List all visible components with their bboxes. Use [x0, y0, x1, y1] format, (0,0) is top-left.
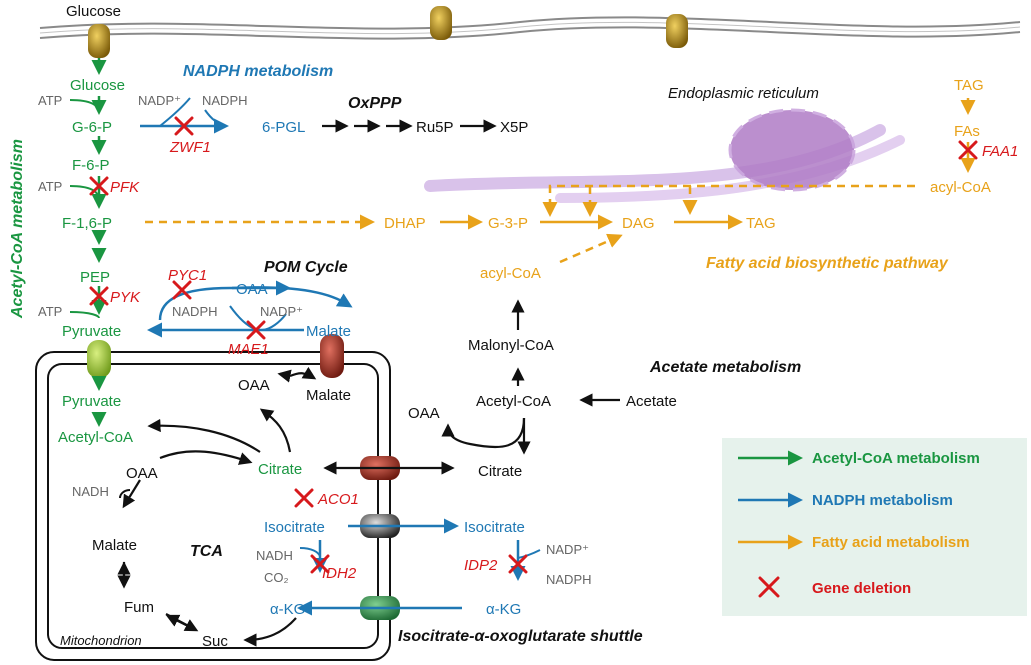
black-arrows: [117, 119, 620, 647]
glucose-outside: Glucose: [66, 3, 121, 20]
legend-acetyl: Acetyl-CoA metabolism: [812, 450, 980, 467]
pep: PEP: [80, 269, 110, 286]
membrane-transporters: [88, 6, 688, 58]
pyruvate: Pyruvate: [62, 323, 121, 340]
fum: Fum: [124, 599, 154, 616]
pyruvate-mito: Pyruvate: [62, 393, 121, 410]
tag: TAG: [746, 215, 776, 232]
title-er: Endoplasmic reticulum: [668, 85, 819, 102]
legend-deletion: Gene deletion: [812, 580, 911, 597]
title-shuttle: Isocitrate-α-oxoglutarate shuttle: [398, 628, 643, 645]
malate-mito-top: Malate: [306, 387, 351, 404]
oaa-cyt: OAA: [408, 405, 440, 422]
f16p: F-1,6-P: [62, 215, 112, 232]
suc: Suc: [202, 633, 228, 650]
citrate-mito: Citrate: [258, 461, 302, 478]
nadph-arrows: [140, 97, 541, 616]
co2: CO₂: [264, 570, 289, 585]
nadph-cyt: NADPH: [546, 572, 592, 587]
nadh-2: NADH: [256, 548, 293, 563]
title-tca: TCA: [190, 543, 223, 560]
malate-tca: Malate: [92, 537, 137, 554]
legend-fatty: Fatty acid metabolism: [812, 534, 970, 551]
title-nadph: NADPH metabolism: [183, 63, 333, 80]
atp-3: ATP: [38, 304, 62, 319]
gene-faa1: FAA1: [982, 143, 1018, 160]
title-acetate: Acetate metabolism: [649, 359, 801, 376]
title-fatty: Fatty acid biosynthetic pathway: [706, 255, 949, 272]
isocitrate-cyt: Isocitrate: [464, 519, 525, 536]
dag: DAG: [622, 215, 655, 232]
gene-pfk: PFK: [110, 179, 140, 196]
legend-cross: [758, 576, 780, 598]
gene-idp2: IDP2: [464, 557, 498, 574]
nadh-1: NADH: [72, 484, 109, 499]
title-pom: POM Cycle: [264, 259, 348, 276]
fatty-acid-arrows: [145, 98, 976, 264]
title-oxppp: OxPPP: [348, 95, 402, 112]
mitochondrion: [35, 351, 391, 661]
nadp-pom: NADP⁺: [260, 304, 303, 319]
gene-pyk: PYK: [110, 289, 141, 306]
atp-1: ATP: [38, 93, 62, 108]
oaa-tca: OAA: [126, 465, 158, 482]
title-mito: Mitochondrion: [60, 633, 142, 648]
gene-deletion-marks: [89, 116, 978, 574]
plasma-membrane: [39, 16, 1021, 40]
gene-aco1: ACO1: [317, 491, 359, 508]
g6p: G-6-P: [72, 119, 112, 136]
gene-pyc1: PYC1: [168, 267, 207, 284]
atp-2: ATP: [38, 179, 62, 194]
oaa-pom: OAA: [236, 281, 268, 298]
f6p: F-6-P: [72, 157, 110, 174]
citrate-cyt: Citrate: [478, 463, 522, 480]
tag-top: TAG: [954, 77, 984, 94]
legend-box: [722, 438, 1027, 616]
dhap: DHAP: [384, 215, 426, 232]
glycolysis-arrows: [69, 58, 107, 427]
gene-zwf1: ZWF1: [169, 139, 211, 156]
malate-pom: Malate: [306, 323, 351, 340]
gene-idh2: IDH2: [322, 565, 357, 582]
nadp-cyt: NADP⁺: [546, 542, 589, 557]
acetylcoa-mito: Acetyl-CoA: [58, 429, 133, 446]
glucose: Glucose: [70, 77, 125, 94]
g3p: G-3-P: [488, 215, 528, 232]
er-icon: [424, 108, 905, 203]
acetate: Acetate: [626, 393, 677, 410]
acetylcoa-cyt: Acetyl-CoA: [476, 393, 551, 410]
acylcoa-right: acyl-CoA: [930, 179, 991, 196]
title-acetylcoa: Acetyl-CoA metabolism: [9, 139, 26, 319]
nadph-1: NADPH: [202, 93, 248, 108]
acylcoa: acyl-CoA: [480, 265, 541, 282]
ru5p: Ru5P: [416, 119, 454, 136]
legend: Acetyl-CoA metabolism NADPH metabolism F…: [738, 450, 980, 598]
akg-cyt: α-KG: [486, 601, 521, 618]
fas: FAs: [954, 123, 980, 140]
6-pgl: 6-PGL: [262, 119, 305, 136]
isocitrate-mito: Isocitrate: [264, 519, 325, 536]
x5p: X5P: [500, 119, 528, 136]
oaa-mito-top: OAA: [238, 377, 270, 394]
gene-mae1: MAE1: [228, 341, 269, 358]
nadph-pom: NADPH: [172, 304, 218, 319]
nadp-1: NADP⁺: [138, 93, 181, 108]
legend-nadph: NADPH metabolism: [812, 492, 953, 509]
malonylcoa: Malonyl-CoA: [468, 337, 554, 354]
akg-mito: α-KG: [270, 601, 305, 618]
